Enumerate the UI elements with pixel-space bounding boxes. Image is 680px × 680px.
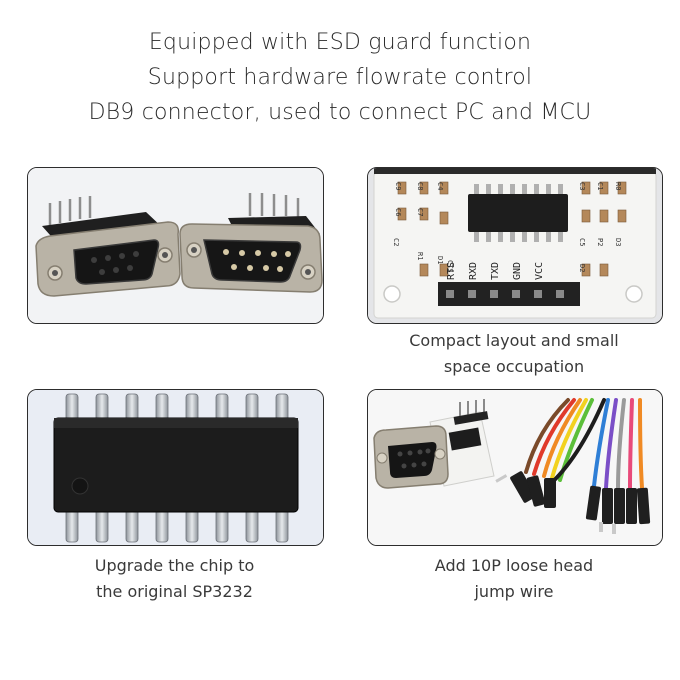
sp3232-chip-on-board	[468, 184, 568, 242]
chip-caption-line-2: the original SP3232	[96, 582, 253, 601]
silk-c9: C9	[394, 182, 402, 190]
pin-header	[438, 282, 580, 306]
ribbon-jumper-wires	[524, 398, 644, 490]
silk-c2: C2	[392, 238, 400, 246]
board-caption-line-1: Compact layout and small	[409, 331, 619, 350]
silk-txd: TXD	[490, 262, 501, 280]
wires-caption: Add 10P loose head jump wire	[367, 553, 661, 605]
silk-cts: CTS	[446, 260, 454, 273]
sp3232-chip-photo	[27, 389, 324, 546]
silk-c7: C7	[416, 208, 424, 216]
board-caption: Compact layout and small space occupatio…	[367, 328, 661, 380]
headline-line-2: Support hardware flowrate control	[147, 65, 533, 90]
wires-caption-line-1: Add 10P loose head	[434, 556, 594, 575]
silk-rxd: RXD	[468, 262, 479, 280]
board-caption-line-2: space occupation	[443, 357, 585, 376]
rs232-module	[373, 399, 495, 489]
silk-vcc: VCC	[534, 262, 545, 280]
chip-pin1-marker	[71, 477, 89, 495]
silk-c6: C6	[394, 208, 402, 216]
silk-r0: R0	[614, 182, 622, 190]
silk-r1: R1	[416, 252, 424, 260]
headline-line-3: DB9 connector, used to connect PC and MC…	[88, 100, 592, 125]
dupont-connector-heads	[510, 471, 651, 525]
silk-c5: C5	[578, 238, 586, 246]
silk-gnd: GND	[512, 262, 523, 280]
silk-c1: C1	[596, 182, 604, 190]
db9-female-connector	[35, 196, 181, 297]
silk-c3: C3	[578, 182, 586, 190]
wires-caption-line-2: jump wire	[474, 582, 554, 601]
chip-body	[53, 417, 299, 513]
silk-c4: C4	[436, 182, 444, 190]
db9-connectors-photo	[27, 167, 324, 324]
silk-d3: D3	[614, 238, 622, 246]
pcb-board-photo: RTS RXD TXD GND VCC C9 C8 C4 C3 C1 R0 C6…	[367, 167, 663, 324]
silk-c8: C8	[416, 182, 424, 190]
silk-d1: D1	[436, 256, 444, 264]
chip-caption-line-1: Upgrade the chip to	[94, 556, 255, 575]
db9-male-connector	[179, 193, 323, 293]
silk-p2: P2	[596, 238, 604, 246]
chip-bottom-pins	[65, 507, 289, 543]
silk-d2: D2	[578, 264, 586, 272]
headline-line-1: Equipped with ESD guard function	[148, 30, 532, 55]
module-with-jumper-wires-photo	[367, 389, 663, 546]
silk-rts: RTS	[446, 262, 457, 280]
chip-caption: Upgrade the chip to the original SP3232	[27, 553, 322, 605]
